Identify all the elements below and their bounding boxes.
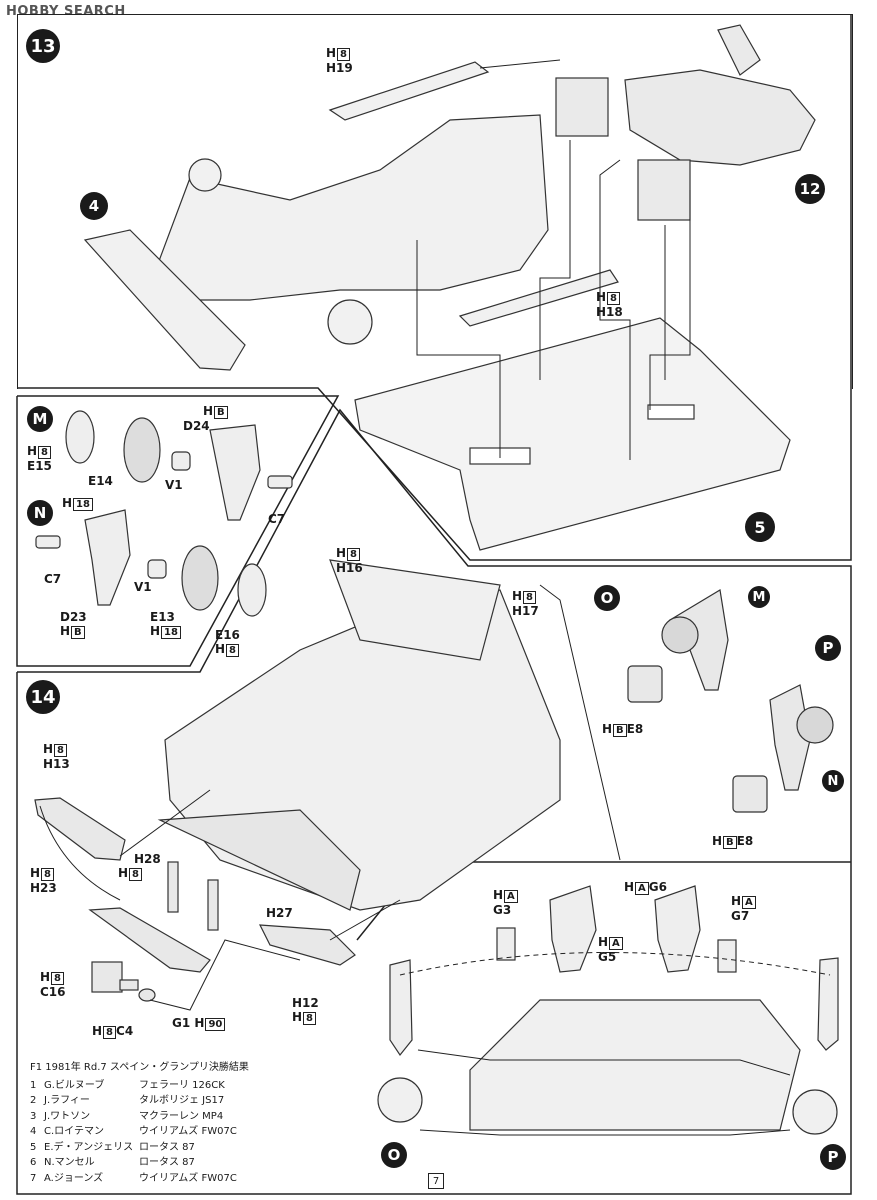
rear-parts-sketch — [34, 797, 356, 1002]
part-label-v1b: V1 — [134, 580, 152, 594]
step-14-badge: 14 — [26, 680, 60, 714]
gearbox-sketch — [377, 999, 838, 1135]
brake-duct-sketch — [389, 885, 839, 1057]
connector-lines-bottom — [399, 952, 831, 1136]
page-number: 7 — [428, 1173, 444, 1189]
floor-sketch — [354, 317, 791, 551]
part-label-v1a: V1 — [165, 478, 183, 492]
connector-lines-14 — [39, 584, 621, 1011]
step-12-badge: 12 — [795, 174, 825, 204]
chassis-sketch — [83, 61, 619, 371]
sub-badge-p-bottom: P — [820, 1144, 846, 1170]
upright-sketch — [627, 589, 834, 813]
rear-chassis-sketch — [157, 559, 561, 911]
engine-sketch — [555, 24, 816, 221]
hub-detail-sketch — [35, 410, 293, 617]
sub-badge-n: N — [27, 500, 53, 526]
sub-badge-o: O — [594, 585, 620, 611]
part-label-e14: E14 — [88, 474, 113, 488]
sub-badge-m-ref: M — [748, 586, 770, 608]
sub-badge-p: P — [815, 635, 841, 661]
step-5-badge: 5 — [745, 512, 775, 542]
sub-badge-n-ref: N — [822, 770, 844, 792]
part-label-c7b: C7 — [44, 572, 62, 586]
panel-step-13 — [17, 14, 853, 389]
sub-badge-o-bottom: O — [381, 1142, 407, 1168]
race-results-title: F1 1981年 Rd.7 スペイン・グランプリ決勝結果 — [30, 1062, 249, 1073]
step-4-badge: 4 — [80, 192, 108, 220]
connector-lines-13 — [416, 59, 691, 460]
watermark: HOBBY SEARCH — [6, 4, 126, 19]
part-label-h27: H27 — [266, 906, 293, 920]
part-label-c7a: C7 — [268, 512, 286, 526]
step-13-badge: 13 — [26, 29, 60, 63]
sub-badge-m: M — [27, 406, 53, 432]
